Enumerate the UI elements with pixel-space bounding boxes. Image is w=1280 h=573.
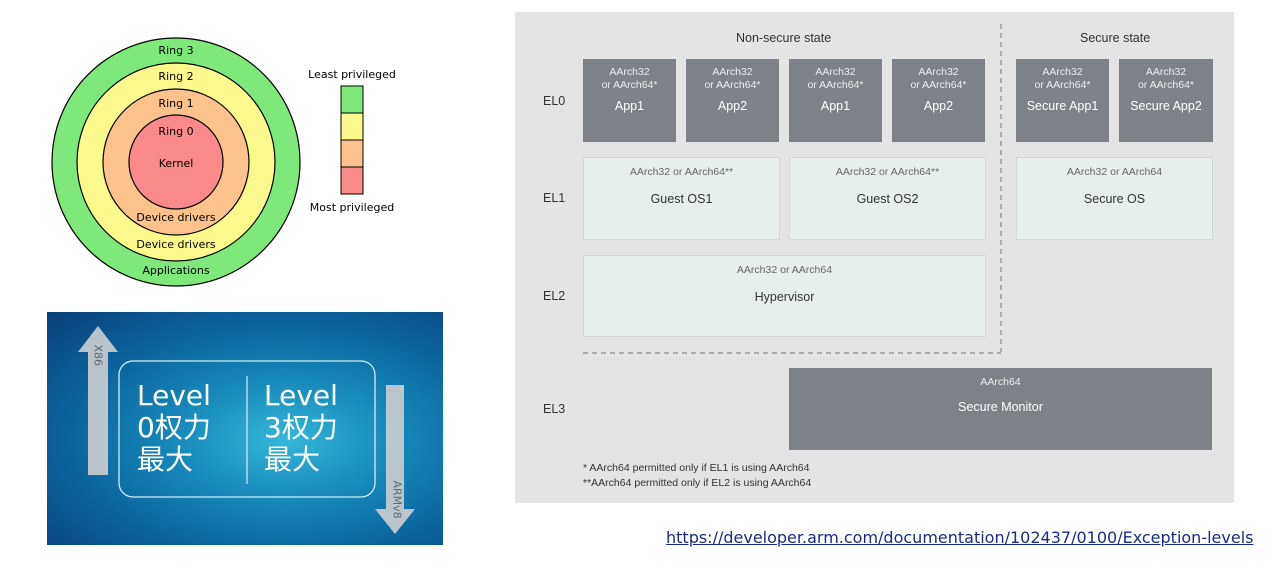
- device-drivers-outer-label: Device drivers: [136, 238, 215, 251]
- el1-guest-os2-box: AArch32 or AArch64** Guest OS2: [789, 157, 986, 240]
- secure-state-header: Secure state: [1080, 31, 1151, 45]
- el1-secure-os-box: AArch32 or AArch64 Secure OS: [1016, 157, 1213, 240]
- el0-app-box: AArch32 or AArch64* App2: [892, 59, 985, 142]
- applications-label: Applications: [142, 264, 209, 277]
- device-drivers-inner-label: Device drivers: [136, 211, 215, 224]
- x86-up-arrow: [78, 326, 118, 475]
- level-0-line1: Level: [137, 379, 211, 412]
- app-arch-line1: AArch32: [1042, 66, 1083, 78]
- arm-exception-levels-diagram: Non-secure state Secure state EL0 EL1 EL…: [515, 12, 1234, 503]
- arm-documentation-link[interactable]: https://developer.arm.com/documentation/…: [666, 528, 1254, 547]
- os-arch-label: AArch32 or AArch64**: [835, 166, 940, 178]
- level-3-line1: Level: [264, 379, 338, 412]
- app-arch-line2: or AArch64*: [910, 79, 967, 91]
- el0-app-box: AArch32 or AArch64* App1: [583, 59, 676, 142]
- nonsecure-state-header: Non-secure state: [736, 31, 832, 45]
- monitor-name: Secure Monitor: [958, 400, 1043, 414]
- app-name: App1: [614, 99, 645, 113]
- legend-ring3-swatch: [340, 85, 364, 114]
- hypervisor-name: Hypervisor: [754, 290, 815, 304]
- legend-ring0-swatch: [340, 166, 364, 195]
- level-3-line3: 最大: [264, 443, 321, 476]
- el2-hypervisor-box: AArch32 or AArch64 Hypervisor: [583, 255, 986, 337]
- least-privileged-label: Least privileged: [308, 68, 396, 81]
- privilege-arrows: [78, 326, 415, 534]
- app-arch-line1: AArch32: [609, 66, 650, 78]
- kernel-label: Kernel: [159, 157, 194, 170]
- os-name: Guest OS2: [856, 192, 919, 206]
- footnote-el1: * AArch64 permitted only if EL1 is using…: [583, 462, 810, 474]
- armv8-label: ARMv8: [390, 480, 404, 519]
- app-name: Secure App1: [1026, 99, 1099, 113]
- armv8-down-arrow: [375, 385, 415, 534]
- el0-secure-app-box: AArch32 or AArch64* Secure App1: [1016, 59, 1109, 142]
- el0-label: EL0: [543, 94, 566, 108]
- el0-app-box: AArch32 or AArch64* App2: [686, 59, 779, 142]
- app-arch-line2: or AArch64*: [1137, 79, 1195, 91]
- ring-2-label: Ring 2: [158, 70, 193, 83]
- app-arch-line1: AArch32: [712, 66, 753, 78]
- protection-rings-diagram: Ring 3 Ring 2 Ring 1 Ring 0 Kernel Devic…: [51, 37, 396, 287]
- os-arch-label: AArch32 or AArch64: [1066, 166, 1163, 178]
- ring-3-label: Ring 3: [158, 44, 193, 57]
- hypervisor-arch-label: AArch32 or AArch64: [736, 264, 833, 276]
- level-0-line3: 最大: [137, 443, 194, 476]
- app-name: App1: [820, 99, 851, 113]
- app-name: Secure App2: [1130, 99, 1202, 113]
- app-name: App2: [923, 99, 954, 113]
- x86-label: X86: [91, 344, 105, 367]
- app-arch-line1: AArch32: [918, 66, 959, 78]
- app-arch-line1: AArch32: [1145, 66, 1187, 78]
- privilege-level-panel: X86 ARMv8 Level 0权力 最大 Level 3权力 最大: [47, 312, 443, 545]
- el3-secure-monitor-box: AArch64 Secure Monitor: [789, 368, 1212, 450]
- legend-ring2-swatch: [340, 112, 364, 141]
- most-privileged-label: Most privileged: [310, 201, 394, 214]
- levels-frame: [118, 360, 376, 498]
- level-0-line2: 0权力: [137, 411, 211, 444]
- el2-label: EL2: [543, 289, 566, 303]
- app-arch-line2: or AArch64*: [601, 79, 658, 91]
- footnote-el2: **AArch64 permitted only if EL2 is using…: [583, 477, 812, 489]
- el0-secure-app-box: AArch32 or AArch64* Secure App2: [1119, 59, 1213, 142]
- app-arch-line2: or AArch64*: [807, 79, 864, 91]
- el1-label: EL1: [543, 191, 566, 205]
- os-name: Secure OS: [1083, 192, 1146, 206]
- level-0-text: Level 0权力 最大: [137, 380, 211, 476]
- ring-0-circle: [128, 114, 224, 210]
- el0-app-box: AArch32 or AArch64* App1: [789, 59, 882, 142]
- app-arch-line2: or AArch64*: [1034, 79, 1091, 91]
- state-dividers: [583, 24, 1002, 354]
- os-arch-label: AArch32 or AArch64**: [629, 166, 734, 178]
- legend-ring1-swatch: [340, 139, 364, 168]
- ring-0-label: Ring 0: [158, 125, 193, 138]
- app-arch-line2: or AArch64*: [704, 79, 761, 91]
- el3-label: EL3: [543, 402, 566, 416]
- level-3-text: Level 3权力 最大: [264, 380, 338, 476]
- app-name: App2: [717, 99, 748, 113]
- app-arch-line1: AArch32: [815, 66, 856, 78]
- level-3-line2: 3权力: [264, 411, 338, 444]
- ring-1-label: Ring 1: [158, 97, 193, 110]
- monitor-arch-label: AArch64: [980, 376, 1021, 388]
- os-name: Guest OS1: [650, 192, 713, 206]
- el1-guest-os1-box: AArch32 or AArch64** Guest OS1: [583, 157, 780, 240]
